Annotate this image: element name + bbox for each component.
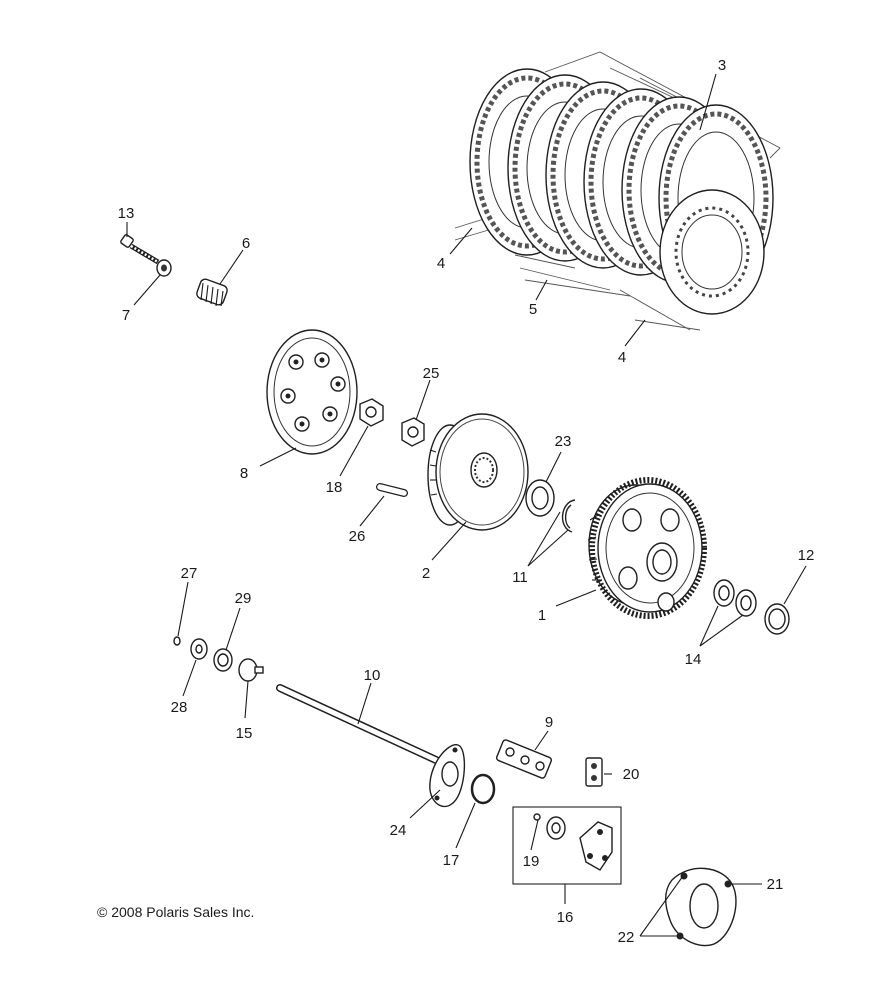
callout-6: 6 — [242, 235, 250, 252]
callout-1: 1 — [538, 607, 546, 624]
callout-labels: 1 2 3 4 4 5 6 7 8 9 10 11 12 13 14 15 16… — [118, 57, 815, 946]
o-ring-17 — [470, 773, 496, 805]
callout-22: 22 — [618, 929, 635, 946]
callout-24: 24 — [390, 822, 407, 839]
clutch-basket-1 — [587, 477, 707, 619]
callout-13: 13 — [118, 205, 135, 222]
release-assembly-16 — [512, 806, 622, 885]
washer-28 — [190, 638, 208, 660]
bearing-14b — [735, 589, 757, 617]
bearing-14a — [713, 579, 735, 607]
callout-12: 12 — [798, 547, 815, 564]
callout-27: 27 — [181, 565, 198, 582]
washer-12 — [764, 603, 790, 635]
callout-9: 9 — [545, 714, 553, 731]
callout-7: 7 — [122, 307, 130, 324]
callout-3: 3 — [718, 57, 726, 74]
callout-4-lower: 4 — [618, 349, 626, 366]
cover-plate-24 — [429, 744, 466, 808]
pushrod-end-15 — [238, 658, 264, 682]
callout-15: 15 — [236, 725, 253, 742]
callout-5: 5 — [529, 301, 537, 318]
copyright-notice: © 2008 Polaris Sales Inc. — [97, 904, 254, 920]
callout-25: 25 — [423, 365, 440, 382]
o-ring-27 — [173, 636, 181, 646]
clutch-plate-stack — [454, 51, 781, 331]
clutch-hub-2 — [427, 413, 529, 531]
callout-23: 23 — [555, 433, 572, 450]
callout-21: 21 — [767, 876, 784, 893]
thrust-washer-23 — [525, 479, 555, 517]
lock-washer-25 — [401, 417, 425, 447]
callout-16: 16 — [557, 909, 574, 926]
callout-20: 20 — [623, 766, 640, 783]
callout-28: 28 — [171, 699, 188, 716]
callout-14: 14 — [685, 651, 702, 668]
bracket-20 — [585, 757, 603, 787]
washer-7 — [156, 259, 172, 277]
callout-4-upper: 4 — [437, 255, 445, 272]
clutch-plate-7 — [659, 189, 765, 315]
callout-29: 29 — [235, 590, 252, 607]
clutch-cover-housing — [665, 867, 737, 947]
release-bearing-19 — [533, 813, 566, 840]
snap-ring-11 — [561, 499, 576, 533]
callout-2: 2 — [422, 565, 430, 582]
callout-17: 17 — [443, 852, 460, 869]
callout-18: 18 — [326, 479, 343, 496]
callout-10: 10 — [364, 667, 381, 684]
bolt-13 — [120, 234, 160, 265]
callout-11: 11 — [512, 569, 528, 586]
nut-18 — [359, 398, 384, 427]
callout-19: 19 — [523, 853, 540, 870]
release-link-9 — [495, 739, 553, 779]
leader-lines — [126, 73, 807, 937]
pin-26 — [376, 483, 408, 497]
callout-8: 8 — [240, 465, 248, 482]
spring-6 — [196, 278, 228, 307]
release-lever — [579, 821, 613, 871]
pressure-plate-8 — [266, 329, 358, 455]
callout-26: 26 — [349, 528, 366, 545]
bearing-29 — [213, 648, 233, 672]
